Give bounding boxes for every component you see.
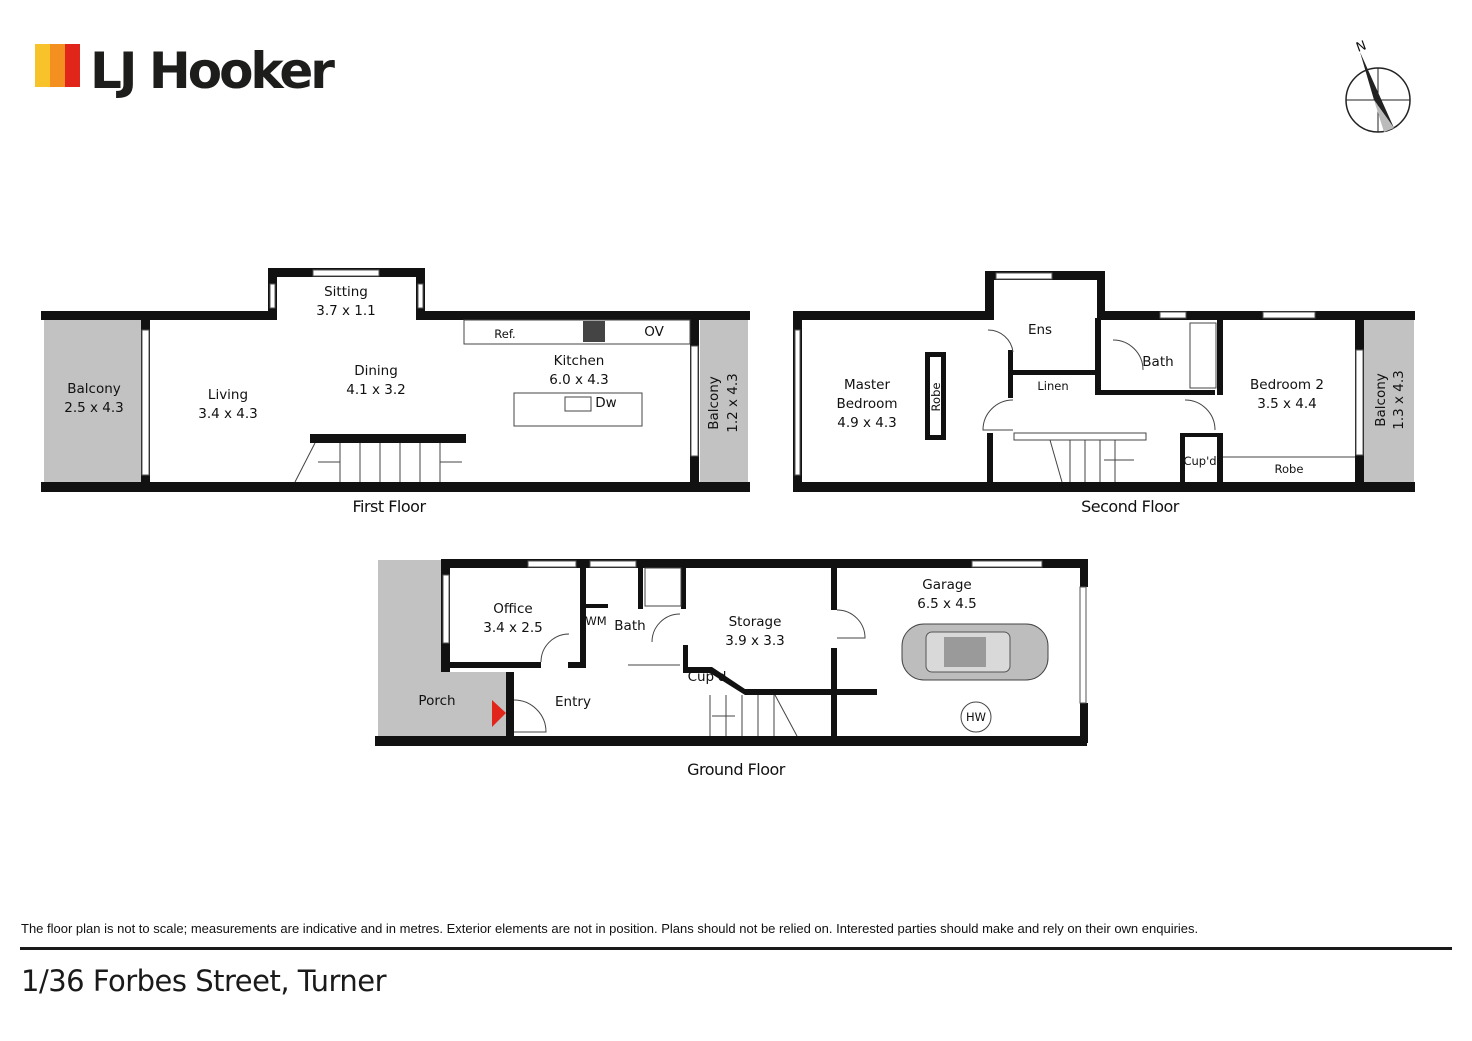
- room-label-sitting: Sitting: [324, 284, 368, 300]
- room-label-robe2: Robe: [1275, 462, 1304, 476]
- room-label-office: Office: [493, 601, 532, 617]
- brand-name: LJ Hooker: [90, 42, 335, 100]
- disclaimer-text: The floor plan is not to scale; measurem…: [21, 921, 1199, 936]
- room-label-ens: Ens: [1028, 322, 1052, 338]
- room-label-bath-ground: Bath: [614, 618, 645, 634]
- car-icon: [901, 623, 1049, 681]
- room-label-master-2: Bedroom: [836, 396, 897, 412]
- floor-title-second: Second Floor: [1081, 497, 1180, 516]
- room-label-robe-master: Robe: [929, 383, 943, 412]
- room-dims-office: 3.4 x 2.5: [483, 620, 543, 636]
- room-dims-kitchen: 6.0 x 4.3: [549, 372, 609, 388]
- room-dims-sitting: 3.7 x 1.1: [316, 303, 376, 319]
- room-dims-living: 3.4 x 4.3: [198, 406, 258, 422]
- room-label-wm: WM: [585, 614, 606, 628]
- compass-north-label: N: [1354, 38, 1368, 55]
- cooktop-icon: [583, 321, 605, 342]
- floor-title-ground: Ground Floor: [687, 760, 786, 779]
- room-label-entry: Entry: [555, 694, 591, 710]
- room-dims-dining: 4.1 x 3.2: [346, 382, 406, 398]
- entrance-marker-icon: [492, 700, 506, 727]
- hot-water-label: HW: [966, 710, 986, 724]
- room-label-storage: Storage: [729, 614, 782, 630]
- second-floor-plan: Master Bedroom 4.9 x 4.3 Robe Ens Linen …: [793, 271, 1415, 516]
- room-dims-balcony-right: 1.2 x 4.3: [725, 373, 741, 433]
- room-label-cupd-ground: Cup'd: [688, 669, 727, 685]
- property-address: 1/36 Forbes Street, Turner: [21, 964, 387, 998]
- dishwasher-label: Dw: [595, 395, 616, 411]
- room-label-dining: Dining: [354, 363, 398, 379]
- room-label-cupd-upper: Cup'd: [1183, 454, 1216, 468]
- oven-label: OV: [644, 324, 664, 340]
- fridge-label: Ref.: [494, 327, 515, 341]
- room-label-bedroom2: Bedroom 2: [1250, 377, 1324, 393]
- lj-hooker-logo: LJ Hooker: [35, 42, 338, 100]
- room-label-porch: Porch: [418, 693, 455, 709]
- room-label-master-1: Master: [844, 377, 891, 393]
- room-label-kitchen: Kitchen: [554, 353, 605, 369]
- room-label-linen: Linen: [1037, 379, 1068, 393]
- room-dims-storage: 3.9 x 3.3: [725, 633, 785, 649]
- room-dims-balcony: 2.5 x 4.3: [64, 400, 124, 416]
- room-dims-garage: 6.5 x 4.5: [917, 596, 977, 612]
- room-label-balcony: Balcony: [67, 381, 121, 397]
- north-compass-icon: N: [1345, 38, 1411, 133]
- divider: [20, 947, 1452, 950]
- room-dims-bedroom2: 3.5 x 4.4: [1257, 396, 1317, 412]
- ground-floor-plan: Office 3.4 x 2.5 WM Bath Storage 3.9 x 3…: [375, 559, 1088, 779]
- room-label-balcony-right: Balcony: [706, 376, 722, 430]
- room-label-bath-upper: Bath: [1142, 354, 1173, 370]
- room-dims-balcony-upper: 1.3 x 4.3: [1391, 370, 1407, 430]
- floor-title-first: First Floor: [352, 497, 426, 516]
- first-floor-plan: Balcony 2.5 x 4.3 Living 3.4 x 4.3 Sitti…: [41, 268, 750, 516]
- room-label-living: Living: [208, 387, 248, 403]
- room-label-balcony-upper: Balcony: [1373, 373, 1389, 427]
- room-label-garage: Garage: [922, 577, 971, 593]
- room-dims-master: 4.9 x 4.3: [837, 415, 897, 431]
